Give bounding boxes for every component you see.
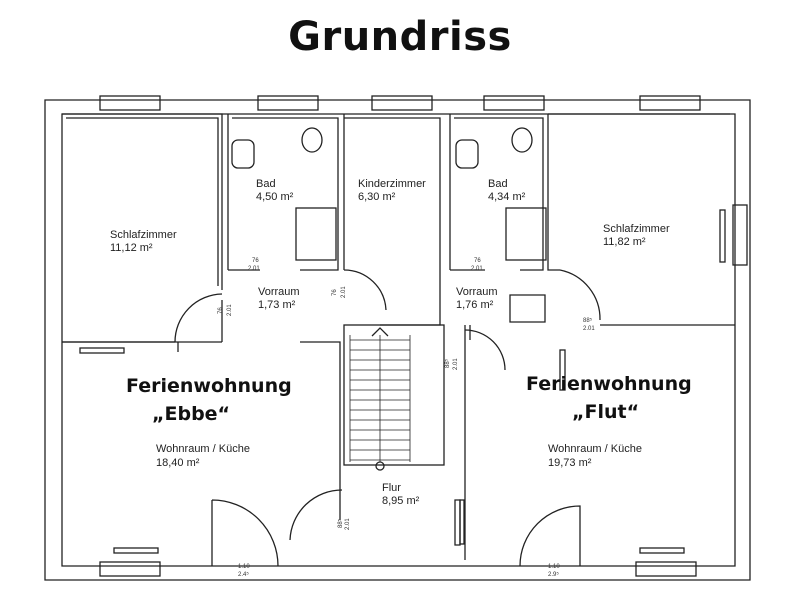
door-arc: [174, 293, 223, 343]
wall: [232, 117, 339, 271]
stair-treads: [349, 335, 411, 462]
room-area: 6,30 m²: [358, 191, 396, 203]
door-arc: [289, 489, 343, 541]
door-arc: [559, 269, 601, 321]
door-dimension: 2.01: [341, 286, 347, 298]
room-name: Schlafzimmer: [110, 229, 177, 241]
apartment-name: Ferienwohnung: [126, 375, 292, 397]
room-area: 4,50 m²: [256, 191, 294, 203]
door-dimension: 76: [218, 307, 224, 314]
window: [635, 561, 697, 577]
window: [371, 95, 433, 111]
entry-door-right: [519, 505, 581, 567]
staircase: [343, 324, 445, 466]
wall: [464, 325, 471, 560]
door-dimension: 2.9⁵: [548, 571, 559, 578]
shower: [505, 207, 547, 261]
wall: [62, 341, 341, 520]
wall: [449, 114, 485, 271]
wall: [547, 113, 730, 271]
sink: [231, 139, 255, 169]
outer-wall-inner: [61, 113, 736, 567]
wall: [227, 114, 260, 271]
room-area: 4,34 m²: [488, 191, 526, 203]
door-frame: [454, 499, 461, 546]
door-dimension: 2.01: [227, 304, 233, 316]
room-area: 8,95 m²: [382, 495, 420, 507]
radiator: [719, 209, 726, 263]
radiator: [459, 499, 465, 545]
room-area: 1,76 m²: [456, 299, 494, 311]
stair-start-marker: [375, 461, 385, 471]
door-arc: [464, 329, 506, 371]
radiator: [79, 347, 125, 354]
room-name: Bad: [256, 178, 276, 190]
wall: [343, 114, 441, 326]
door-dimension: 1.10: [548, 564, 560, 570]
door-dimension: 88⁵: [337, 518, 344, 528]
apartment-name: Ferienwohnung: [526, 373, 692, 395]
window: [639, 95, 701, 111]
room-area: 11,12 m²: [110, 242, 153, 254]
room-name: Wohnraum / Küche: [156, 443, 250, 455]
outer-wall: [44, 99, 751, 581]
wall: [66, 117, 219, 286]
door-dimension: 76: [332, 289, 338, 296]
room-area: 19,73 m²: [548, 457, 592, 469]
room-name: Vorraum: [456, 286, 498, 298]
page-title: Grundriss: [288, 14, 512, 60]
apartment-subtitle: „Flut“: [572, 401, 639, 423]
room-name: Wohnraum / Küche: [548, 443, 642, 455]
door-dimension: 2.01: [248, 266, 260, 272]
stair-arrow: [371, 327, 389, 337]
toilet: [301, 127, 323, 153]
door-arc: [343, 269, 387, 311]
entry-door-left: [211, 499, 279, 567]
shower: [295, 207, 337, 261]
wall: [454, 117, 544, 271]
room-area: 11,82 m²: [603, 236, 646, 248]
door-dimension: 1.10: [238, 564, 250, 570]
room-name: Flur: [382, 482, 401, 494]
door-dimension: 88⁵: [444, 358, 451, 368]
radiator: [113, 547, 159, 554]
room-name: Kinderzimmer: [358, 178, 426, 190]
window: [99, 95, 161, 111]
sink: [455, 139, 479, 169]
apartment-subtitle: „Ebbe“: [152, 403, 230, 425]
door-dimension: 2.01: [583, 326, 595, 332]
radiator: [639, 547, 685, 554]
door-dimension: 2.01: [345, 518, 351, 530]
door-dimension: 2.01: [471, 266, 483, 272]
room-area: 18,40 m²: [156, 457, 200, 469]
room-name: Schlafzimmer: [603, 223, 670, 235]
room-name: Bad: [488, 178, 508, 190]
room-name: Vorraum: [258, 286, 300, 298]
window: [257, 95, 319, 111]
cabinet: [509, 294, 546, 323]
window: [732, 204, 748, 266]
window: [483, 95, 545, 111]
door-dimension: 76: [474, 258, 481, 264]
door-dimension: 88⁵: [583, 317, 593, 324]
window: [99, 561, 161, 577]
toilet: [511, 127, 533, 153]
door-dimension: 2.01: [453, 358, 459, 370]
wall: [62, 113, 223, 343]
room-area: 1,73 m²: [258, 299, 296, 311]
radiator: [559, 349, 566, 391]
door-dimension: 76: [252, 258, 259, 264]
door-dimension: 2.4⁵: [238, 571, 249, 578]
